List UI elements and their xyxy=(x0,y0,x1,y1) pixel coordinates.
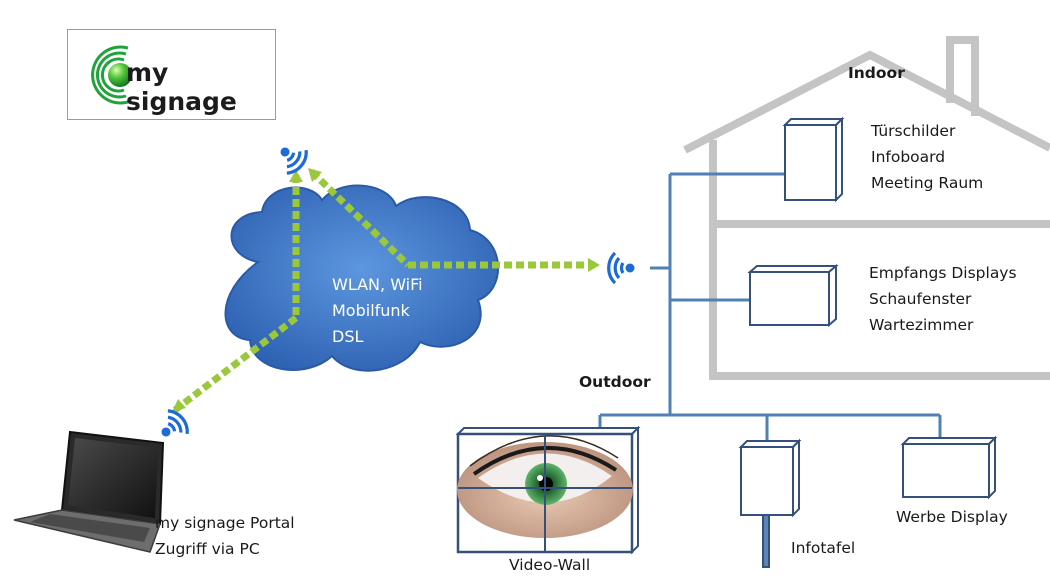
cloud-line-3: DSL xyxy=(332,327,364,346)
wifi-icon-laptop xyxy=(151,405,194,448)
wifi-icon-top xyxy=(270,136,313,179)
indoor-item-tuerschilder: Türschilder xyxy=(871,122,956,140)
logo-text: my signage xyxy=(126,58,237,116)
portal-line-1: my signage Portal xyxy=(155,514,295,532)
logo-box: my signage xyxy=(67,29,276,120)
indoor-title: Indoor xyxy=(848,64,905,82)
cloud-line-1: WLAN, WiFi xyxy=(332,275,423,294)
connection-lines xyxy=(598,172,942,441)
video-wall xyxy=(455,425,641,555)
indoor-item-wartezimmer: Wartezimmer xyxy=(869,316,974,334)
indoor-item-schaufenster: Schaufenster xyxy=(869,290,972,308)
indoor-display-2 xyxy=(747,263,839,328)
cloud-line-2: Mobilfunk xyxy=(332,301,410,320)
infotafel xyxy=(738,438,802,568)
werbe-display xyxy=(900,435,998,500)
indoor-item-meeting-raum: Meeting Raum xyxy=(871,174,984,192)
wifi-icon-house xyxy=(607,251,637,285)
logo-rings-icon xyxy=(91,45,132,105)
outdoor-title: Outdoor xyxy=(579,373,651,391)
indoor-item-infoboard: Infoboard xyxy=(871,148,946,166)
portal-label: my signage Portal Zugriff via PC xyxy=(155,510,295,562)
indoor-display-1 xyxy=(782,116,845,203)
house-outline xyxy=(683,36,1050,380)
indoor-group-1: Türschilder Infoboard Meeting Raum xyxy=(871,118,983,196)
infotafel-label: Infotafel xyxy=(791,539,856,557)
arrow-chains xyxy=(172,168,600,413)
indoor-item-empfangs-displays: Empfangs Displays xyxy=(869,264,1017,282)
indoor-group-2: Empfangs Displays Schaufenster Wartezimm… xyxy=(869,260,1017,338)
werbe-display-label: Werbe Display xyxy=(896,508,1008,526)
cloud-label: WLAN, WiFi Mobilfunk DSL xyxy=(332,272,423,350)
laptop-icon xyxy=(13,430,165,553)
video-wall-label: Video-Wall xyxy=(509,556,591,574)
portal-line-2: Zugriff via PC xyxy=(155,540,260,558)
